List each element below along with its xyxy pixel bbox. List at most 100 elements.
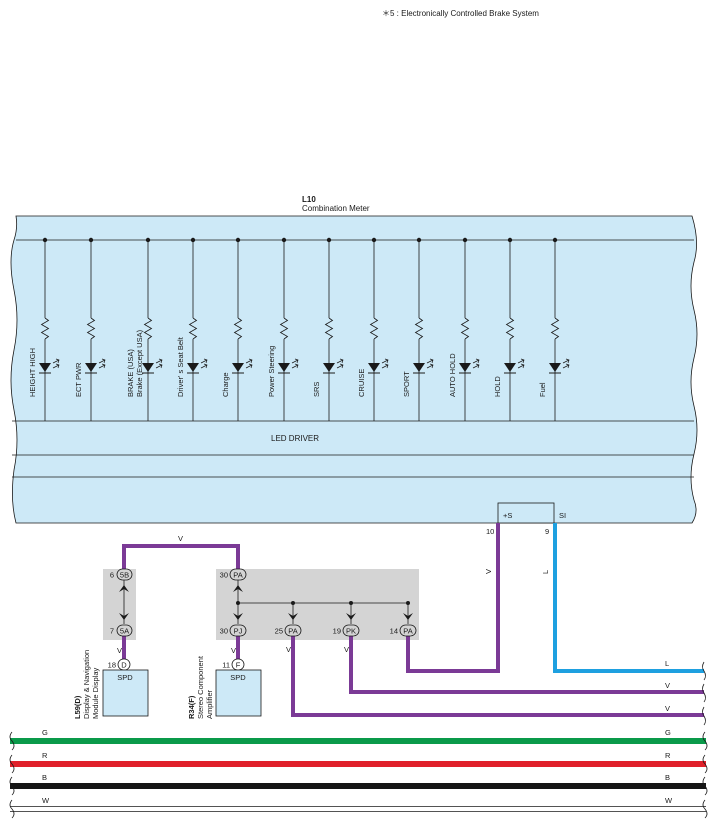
led-label: Charge [221,372,230,397]
combination-meter-box [10,215,698,524]
spd-label-right: SPD [230,673,246,682]
light-emission-icon [336,358,344,369]
led-label: CRUISE [357,369,366,397]
wire-label: V [484,569,493,574]
resistor-icon [505,317,515,340]
wire-label: V [231,646,236,655]
led-label: Power Steering [267,346,276,397]
wire-v-5b-to-pa [122,544,240,574]
led-icon [85,363,97,372]
break-mark [702,706,706,726]
bus-label-left: R [42,751,48,760]
bus-label-right: W [665,796,673,805]
connector-5a [116,624,133,637]
junction-dot [349,601,353,605]
wire-label: V [117,646,122,655]
break-mark [702,754,708,774]
bus-label-left: B [42,773,47,782]
light-emission-icon [381,358,389,369]
wire-v-pa25 [291,630,704,717]
component-name: Display & Navigation [82,650,91,719]
led-icon [413,363,425,372]
led-icon [142,363,154,372]
wire-label: V [178,534,183,543]
wire-label: L [541,570,550,574]
break-mark [702,661,706,681]
resistor-icon [143,317,153,340]
led-driver-label: LED DRIVER [271,434,319,443]
led-icon [232,363,244,372]
pin-number: 7 [110,627,114,636]
bus-label-left: G [42,728,48,737]
connector-code: PA [288,627,297,636]
light-emission-icon [200,358,208,369]
break-mark [702,731,708,751]
led-branch: SRS [312,237,344,421]
pin-number: 18 [108,661,116,670]
spd-box-left [102,669,149,717]
light-emission-icon [562,358,570,369]
resistor-icon [550,317,560,340]
led-label: HEIGHT HIGH [28,348,37,397]
led-branch: Charge [221,237,253,421]
spd-box-right [215,669,262,717]
resistor-icon [369,317,379,340]
pin-number: 11 [222,661,230,670]
led-label: SPORT [402,371,411,397]
resistor-icon [324,317,334,340]
led-label: Fuel [538,382,547,397]
connector-code: 5B [120,571,129,580]
connector-code: PA [403,627,412,636]
light-emission-icon [245,358,253,369]
led-icon [368,363,380,372]
led-branch: BRAKE (USA)Brake (Except USA) [126,237,163,421]
led-icon [187,363,199,372]
component-code: R34(F) [187,695,196,719]
led-branch: Fuel [538,237,570,421]
junction-dot [236,601,240,605]
light-emission-icon [517,358,525,369]
wire-label: V [344,645,349,654]
component-name: Amplifier [205,689,214,719]
led-branch: Power Steering [267,237,299,421]
resistor-icon [40,317,50,340]
connector-pa-top [229,568,247,581]
bus-label-left: W [42,796,50,805]
light-emission-icon [291,358,299,369]
break-mark [9,799,15,819]
led-icon [278,363,290,372]
wire-label: V [665,704,670,713]
led-branch: ECT PWR [74,237,106,421]
led-icon [323,363,335,372]
resistor-icon [414,317,424,340]
connector-pa-14 [399,624,417,637]
resistor-icon [279,317,289,340]
resistor-icon [233,317,243,340]
light-emission-icon [426,358,434,369]
break-mark [702,776,708,796]
light-emission-icon [155,358,163,369]
connector-code: D [121,661,127,670]
meter-code: L10 [302,195,316,204]
led-icon [459,363,471,372]
port-plus-label: +S [503,511,512,520]
light-emission-icon [472,358,480,369]
connector-code: F [236,661,241,670]
junction-dot [406,601,410,605]
led-label: HOLD [493,376,502,397]
component-name: Stereo Component [196,655,205,719]
led-branch: AUTO HOLD [448,237,480,421]
break-mark [9,776,15,796]
resistor-icon [86,317,96,340]
led-branch: CRUISE [357,237,389,421]
bus-label-right: R [665,751,671,760]
led-label: ECT PWR [74,362,83,397]
pin-number: 19 [333,627,341,636]
break-mark [9,754,15,774]
wire-label: V [286,645,291,654]
wire-label: V [665,681,670,690]
